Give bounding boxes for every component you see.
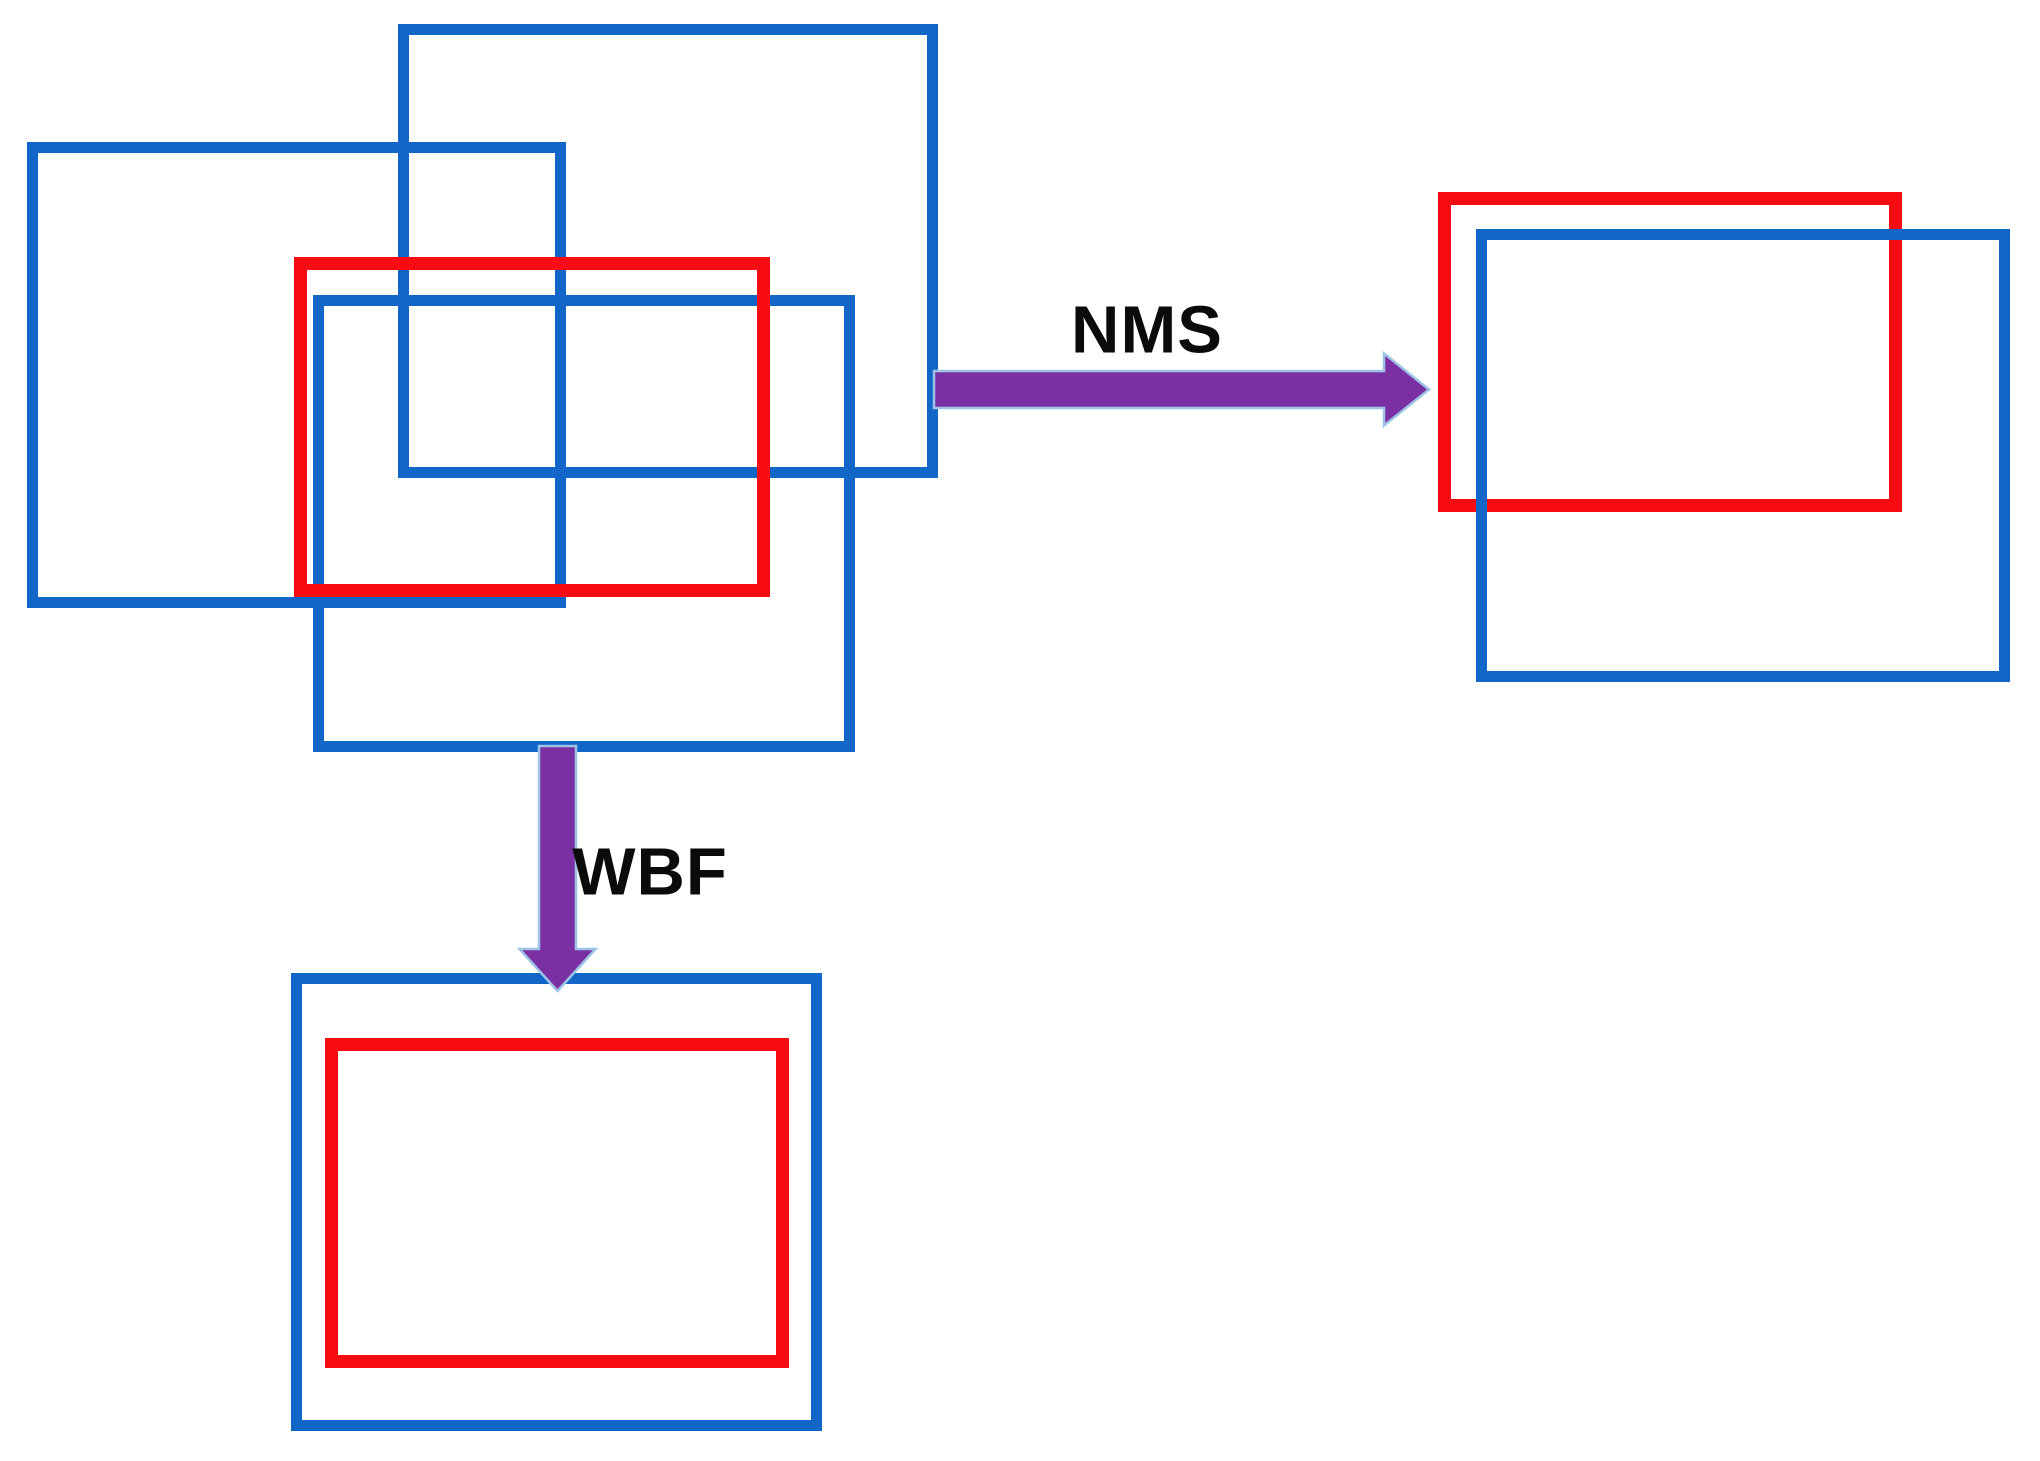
nms-arrow-label: NMS	[1071, 292, 1223, 368]
detection-box-blue-top	[398, 24, 938, 478]
nms-result-box-red	[1438, 192, 1902, 512]
detection-box-blue-left	[27, 142, 566, 608]
wbf-result-box-red	[325, 1038, 789, 1368]
wbf-arrow-label: WBF	[572, 834, 728, 910]
detection-box-red	[294, 257, 770, 597]
nms-result-box-blue	[1476, 229, 2010, 682]
